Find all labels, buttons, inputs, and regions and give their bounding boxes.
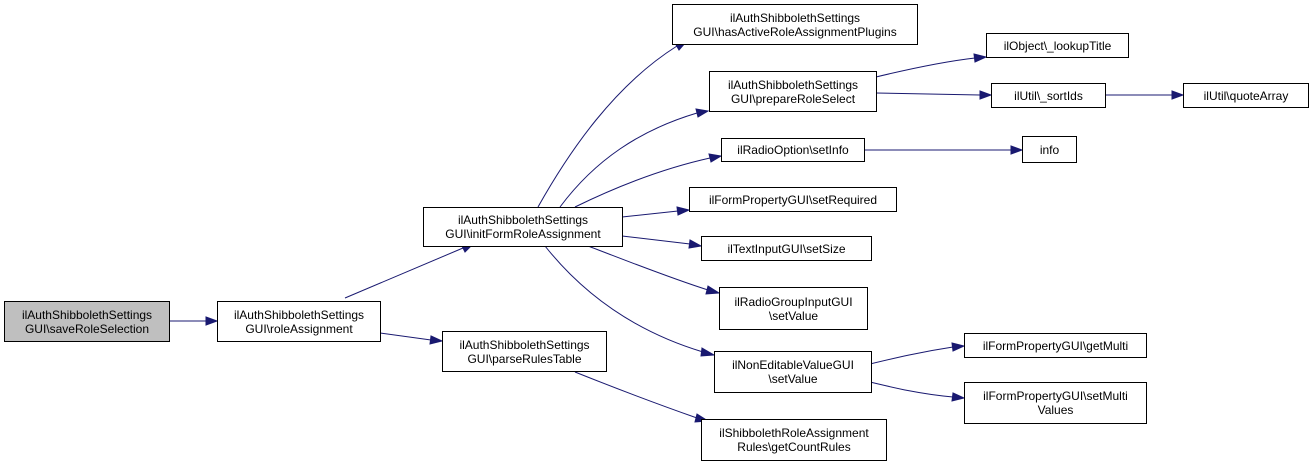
node-quote-array[interactable]: ilUtil\quoteArray xyxy=(1183,83,1309,108)
node-label-line2: GUI\initFormRoleAssignment xyxy=(445,227,601,241)
node-save-role-selection[interactable]: ilAuthShibbolethSettings GUI\saveRoleSel… xyxy=(4,301,170,342)
node-label-line2: GUI\parseRulesTable xyxy=(467,351,582,366)
edge-arrow xyxy=(973,53,988,63)
edge-initform-setinfo xyxy=(574,157,711,208)
node-label-line1: ilAuthShibbolethSettings xyxy=(459,337,590,352)
node-label-line1: ilRadioOption\setInfo xyxy=(737,143,849,157)
node-role-assignment[interactable]: ilAuthShibbolethSettings GUI\roleAssignm… xyxy=(217,301,381,342)
edge-initform-setsize xyxy=(621,235,691,245)
node-label-line1: ilRadioGroupInputGUI xyxy=(734,294,853,309)
edge-arrow xyxy=(1010,145,1024,155)
edge-arrow xyxy=(676,206,691,216)
edge-initform-radiogroupsetvalue xyxy=(587,245,709,291)
node-prepare-role-select[interactable]: ilAuthShibbolethSettings GUI\prepareRole… xyxy=(709,71,877,112)
node-has-active-role-assignment-plugins[interactable]: ilAuthShibbolethSettings GUI\hasActiveRo… xyxy=(672,4,918,45)
edge-initform-noneditablesetvalue xyxy=(544,245,704,353)
edge-arrow xyxy=(708,153,723,163)
node-parse-rules-table[interactable]: ilAuthShibbolethSettings GUI\parseRulesT… xyxy=(442,331,607,372)
node-get-count-rules[interactable]: ilShibbolethRoleAssignment Rules\getCoun… xyxy=(701,419,887,461)
node-label-line1: ilUtil\_sortIds xyxy=(1014,88,1083,103)
node-label-line1: ilAuthShibbolethSettings xyxy=(233,307,365,322)
node-label-line1: ilFormPropertyGUI\getMulti xyxy=(982,338,1129,353)
edge-roleassignment-parserulestable xyxy=(379,332,432,341)
edge-parserules-getcountrules xyxy=(574,371,698,419)
node-info[interactable]: info xyxy=(1022,136,1077,163)
node-label-line1: ilFormPropertyGUI\setRequired xyxy=(708,192,878,207)
node-label-line1: ilShibbolethRoleAssignment xyxy=(719,426,869,440)
edge-roleassignment-initformroleassignment xyxy=(344,247,464,299)
node-form-property-set-required[interactable]: ilFormPropertyGUI\setRequired xyxy=(689,187,897,212)
node-radio-option-set-info[interactable]: ilRadioOption\setInfo xyxy=(721,138,865,162)
node-text-input-set-size[interactable]: ilTextInputGUI\setSize xyxy=(701,236,872,261)
node-label-line2: GUI\prepareRoleSelect xyxy=(730,91,856,106)
node-label-line1: ilUtil\quoteArray xyxy=(1203,88,1289,103)
node-get-multi[interactable]: ilFormPropertyGUI\getMulti xyxy=(964,333,1147,358)
edge-arrow xyxy=(705,285,721,295)
node-label-line1: ilTextInputGUI\setSize xyxy=(727,241,846,256)
node-label-line2: GUI\hasActiveRoleAssignmentPlugins xyxy=(693,24,897,39)
edge-noneditable-getmulti xyxy=(869,346,954,365)
edge-arrow xyxy=(979,90,993,100)
node-label-line2: Values xyxy=(1037,403,1074,417)
node-radio-group-set-value[interactable]: ilRadioGroupInputGUI \setValue xyxy=(719,287,868,330)
edge-arrow xyxy=(700,347,716,357)
edge-arrow xyxy=(205,316,219,326)
node-label-line1: ilAuthShibbolethSettings xyxy=(727,77,859,92)
edge-preparerolesselect-lookuptitle xyxy=(875,57,976,78)
edge-noneditable-setmultivalues xyxy=(869,381,954,398)
edge-arrow xyxy=(951,342,966,352)
node-label-line2: \setValue xyxy=(768,372,818,386)
edge-initform-setrequired xyxy=(621,210,679,218)
node-set-multi-values[interactable]: ilFormPropertyGUI\setMulti Values xyxy=(964,382,1147,424)
node-init-form-role-assignment[interactable]: ilAuthShibbolethSettings GUI\initFormRol… xyxy=(423,207,623,247)
node-label-line1: ilObject\_lookupTitle xyxy=(1003,38,1112,53)
edge-arrow xyxy=(429,335,444,345)
edge-arrow xyxy=(688,239,703,249)
node-label-line1: ilFormPropertyGUI\setMulti xyxy=(983,389,1128,403)
edge-initform-hasactive xyxy=(537,45,678,208)
edge-initform-preparerolesselect xyxy=(559,112,698,208)
edge-arrow xyxy=(695,108,710,118)
node-label-line1: ilAuthShibbolethSettings xyxy=(21,307,153,322)
edge-arrow xyxy=(1171,90,1185,100)
node-sort-ids[interactable]: ilUtil\_sortIds xyxy=(991,83,1106,108)
edge-preparerolesselect-sortids xyxy=(875,92,981,96)
node-label-line2: Rules\getCountRules xyxy=(737,440,851,454)
node-label-line2: GUI\saveRoleSelection xyxy=(24,321,150,336)
node-label-line2: \setValue xyxy=(768,308,819,323)
node-lookup-title[interactable]: ilObject\_lookupTitle xyxy=(986,33,1129,58)
node-label-line1: ilNonEditableValueGUI xyxy=(732,358,854,372)
node-label-line1: ilAuthShibbolethSettings xyxy=(729,10,861,25)
edge-arrow xyxy=(951,392,966,402)
node-non-editable-set-value[interactable]: ilNonEditableValueGUI \setValue xyxy=(714,351,872,393)
node-label-line1: ilAuthShibbolethSettings xyxy=(457,213,589,227)
node-label-line2: GUI\roleAssignment xyxy=(245,321,353,336)
node-label-line1: info xyxy=(1039,142,1060,157)
